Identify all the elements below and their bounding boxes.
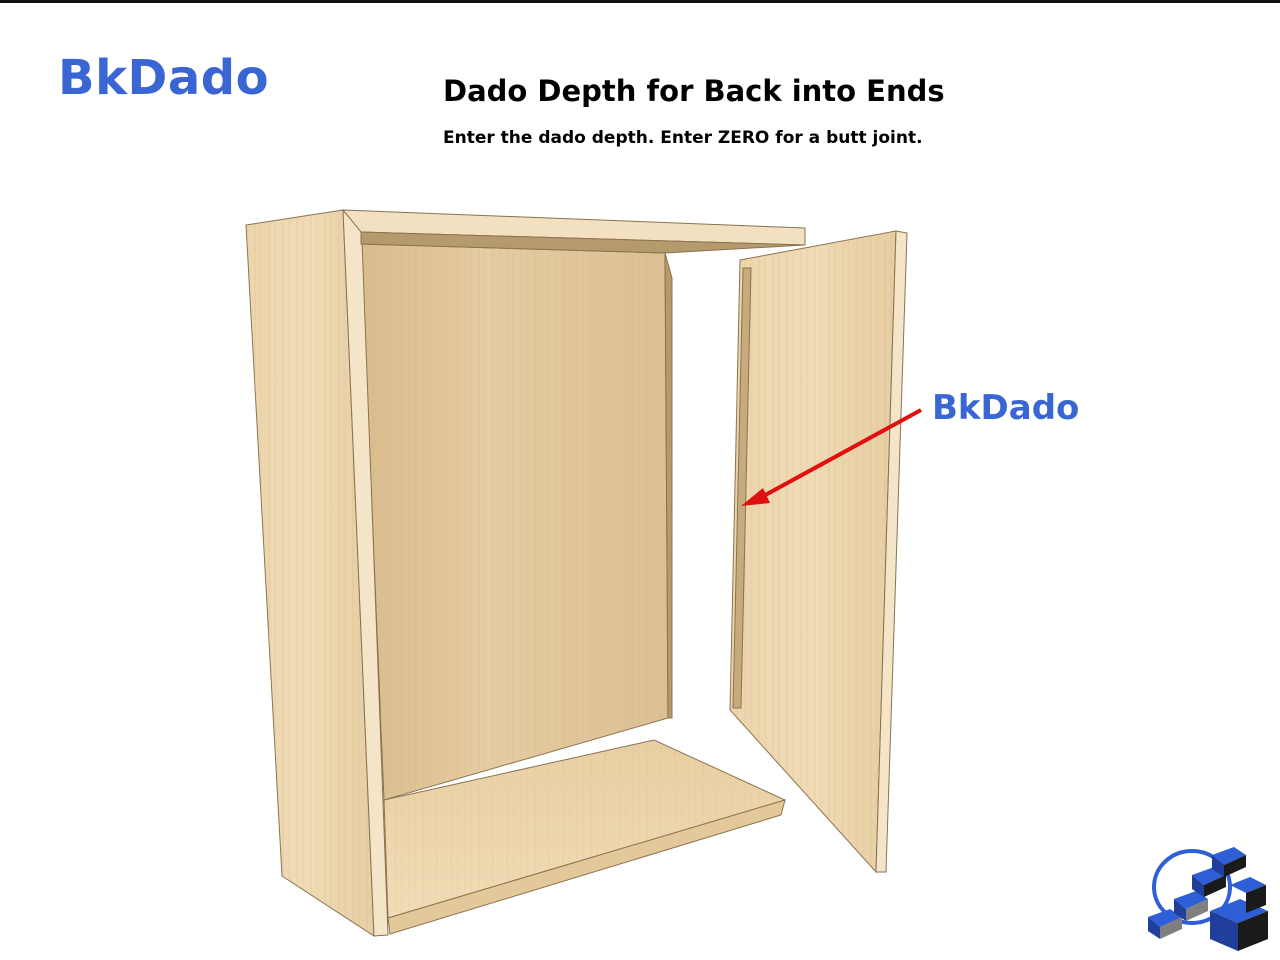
top-rule xyxy=(0,0,1280,3)
left-end-panel xyxy=(245,209,389,937)
page-code: BkDado xyxy=(58,50,270,106)
page-subtitle: Enter the dado depth. Enter ZERO for a b… xyxy=(443,128,923,148)
top-panel xyxy=(341,209,806,254)
dado-groove xyxy=(732,267,752,709)
right-end-panel xyxy=(729,230,908,874)
bottom-panel xyxy=(383,739,787,935)
dado-callout-label: BkDado xyxy=(932,388,1080,428)
cube-stack-logo-icon xyxy=(1148,847,1268,951)
back-panel xyxy=(360,243,673,801)
page-title: Dado Depth for Back into Ends xyxy=(443,74,945,108)
callout-arrow xyxy=(741,408,922,506)
